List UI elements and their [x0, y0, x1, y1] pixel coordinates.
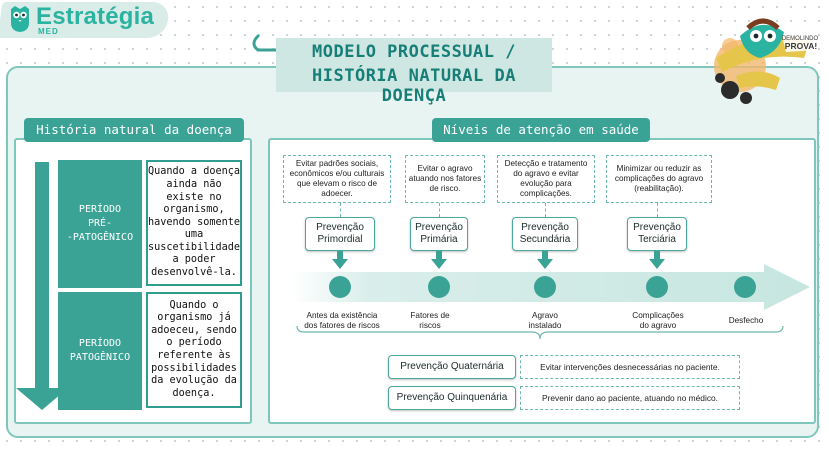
timeline-bracket: [296, 326, 784, 340]
level-tertiary-line-1: Prevenção: [633, 222, 681, 233]
health-care-levels-header: Níveis de atenção em saúde: [432, 118, 650, 142]
period-pat-label-2: PATOGÊNICO: [70, 351, 130, 365]
natural-history-header: História natural da doença: [24, 118, 244, 142]
level-tertiary-line-2: Terciária: [638, 234, 676, 245]
level-secondary-line-1: Prevenção: [521, 222, 569, 233]
level-primary-line-2: Primária: [420, 234, 457, 245]
level-primary-line-1: Prevenção: [415, 222, 463, 233]
timeline-dot: [534, 276, 556, 298]
goal-primary: Evitar o agravo atuando nos fatores de r…: [405, 155, 485, 203]
stage-outcome: Desfecho: [716, 316, 776, 326]
period-pre-label-1: PERÍODO: [79, 203, 121, 217]
level-quaternary-description: Evitar intervenções desnecessárias no pa…: [520, 355, 740, 379]
stage-2-line-1: Fatores de: [410, 311, 449, 320]
title-line-1: MODELO PROCESSUAL /: [276, 42, 552, 62]
stage-3-line-1: Agravo: [532, 311, 558, 320]
title-line-2: HISTÓRIA NATURAL DA DOENÇA: [276, 66, 552, 106]
goal-secondary: Detecção e tratamento do agravo e evitar…: [497, 155, 595, 203]
goal-tertiary: Minimizar ou reduzir as complicações do …: [606, 155, 712, 203]
timeline-arrow-shaft: [35, 162, 49, 394]
page-title: MODELO PROCESSUAL / HISTÓRIA NATURAL DA …: [276, 38, 552, 92]
svg-text:PROVA!: PROVA!: [785, 41, 818, 51]
timeline-dot: [646, 276, 668, 298]
timeline-dot: [428, 276, 450, 298]
stage-4-line-1: Complicações: [632, 311, 683, 320]
period-pat-label-1: PERÍODO: [79, 337, 121, 351]
logo-subtitle: MED: [38, 27, 59, 36]
stage-1-line-1: Antes da existência: [306, 311, 377, 320]
level-secondary-line-2: Secundária: [520, 234, 571, 245]
level-primordial-line-2: Primordial: [317, 234, 362, 245]
connector-line: [545, 203, 546, 217]
logo: Estratégia MED: [0, 0, 170, 42]
connector-line: [340, 203, 341, 217]
period-pre-description: Quando a doença ainda não existe no orga…: [146, 160, 242, 286]
period-pre-label-2: PRÉ-: [88, 217, 112, 231]
level-primordial-line-1: Prevenção: [316, 222, 364, 233]
timeline-dot: [734, 276, 756, 298]
period-pre-label-3: -PATOGÊNICO: [67, 231, 133, 245]
period-pathogenic: PERÍODO PATOGÊNICO: [58, 292, 142, 410]
owl-plane-mascot: DEMOLINDO PROVA!: [700, 6, 824, 108]
period-pre-pathogenic: PERÍODO PRÉ- -PATOGÊNICO: [58, 160, 142, 288]
level-quinary: Prevenção Quinquenária: [388, 386, 516, 410]
goal-primordial: Evitar padrões sociais, econômicos e/ou …: [283, 155, 391, 203]
owl-logo-icon: [8, 5, 32, 33]
level-quinary-description: Prevenir dano ao paciente, atuando no mé…: [520, 386, 740, 410]
connector-line: [657, 203, 658, 217]
connector-line: [439, 203, 440, 217]
level-quaternary: Prevenção Quaternária: [388, 355, 516, 379]
timeline-dot: [329, 276, 351, 298]
period-pathogenic-description: Quando o organismo já adoeceu, sendo o p…: [146, 292, 242, 408]
